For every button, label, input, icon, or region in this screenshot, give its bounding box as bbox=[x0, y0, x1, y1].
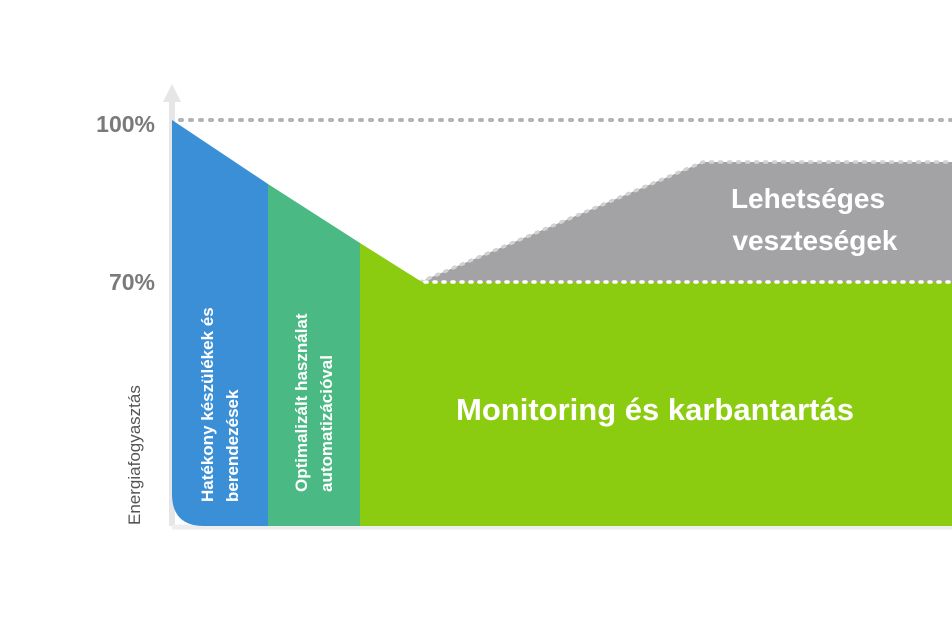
optimized-usage-label-line1: Optimalizált használat bbox=[292, 313, 311, 492]
monitoring-band bbox=[360, 243, 952, 526]
optimized-usage-label: Optimalizált használat automatizációval bbox=[292, 313, 336, 492]
losses-label-line2: veszteségek bbox=[732, 225, 897, 256]
efficient-devices-band bbox=[172, 120, 268, 526]
optimized-usage-band bbox=[268, 184, 360, 526]
tick-label-100: 100% bbox=[96, 111, 155, 137]
efficient-devices-label-line2: berendezések bbox=[223, 389, 242, 502]
monitoring-label: Monitoring és karbantartás bbox=[456, 392, 854, 427]
optimized-usage-label-line2: automatizációval bbox=[317, 355, 336, 492]
tick-label-70: 70% bbox=[109, 269, 155, 295]
losses-label-line1: Lehetséges bbox=[731, 183, 885, 214]
losses-top-dotted-edge bbox=[418, 160, 952, 284]
efficient-devices-label: Hatékony készülékek és berendezések bbox=[198, 307, 242, 502]
losses-band bbox=[420, 162, 952, 282]
y-axis-arrow-icon bbox=[163, 84, 181, 102]
efficient-devices-label-line1: Hatékony készülékek és bbox=[198, 307, 217, 502]
y-axis-label: Energiafogyasztás bbox=[125, 385, 144, 525]
